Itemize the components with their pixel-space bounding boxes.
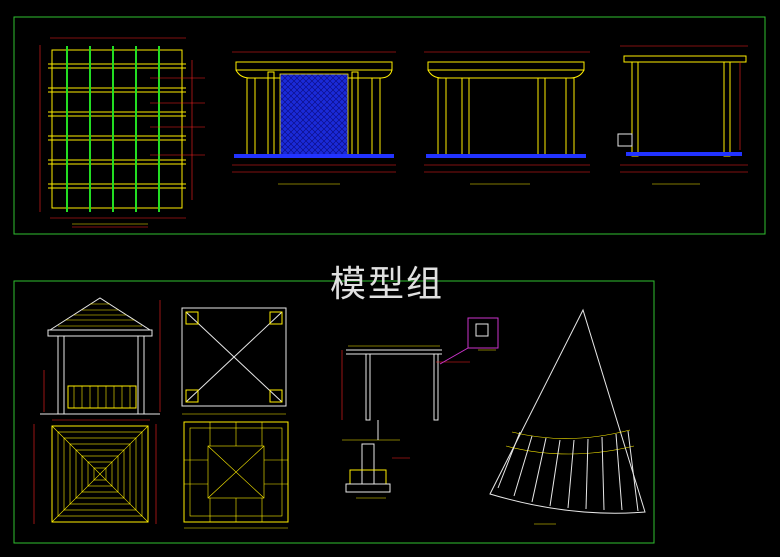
- watermark-text: 模型组: [330, 264, 445, 305]
- post-section: [341, 345, 470, 421]
- pergola-rear-elevation: [424, 51, 590, 185]
- pavilion-roof-plan: [181, 307, 287, 415]
- pavilion-floor-plan: [33, 419, 157, 524]
- bottom-sheet-frame: [13, 280, 655, 544]
- footing-detail: [342, 420, 410, 499]
- detail-callout: [439, 317, 499, 365]
- pergola-side-elevation: [617, 45, 748, 185]
- pavilion-ceiling-plan: [183, 421, 289, 529]
- pergola-front-elevation: [232, 51, 396, 185]
- pergola-plan: [39, 37, 205, 228]
- fan-paving-plan: [489, 308, 646, 525]
- top-sheet-frame: [13, 16, 766, 235]
- pavilion-elevation: [40, 297, 161, 415]
